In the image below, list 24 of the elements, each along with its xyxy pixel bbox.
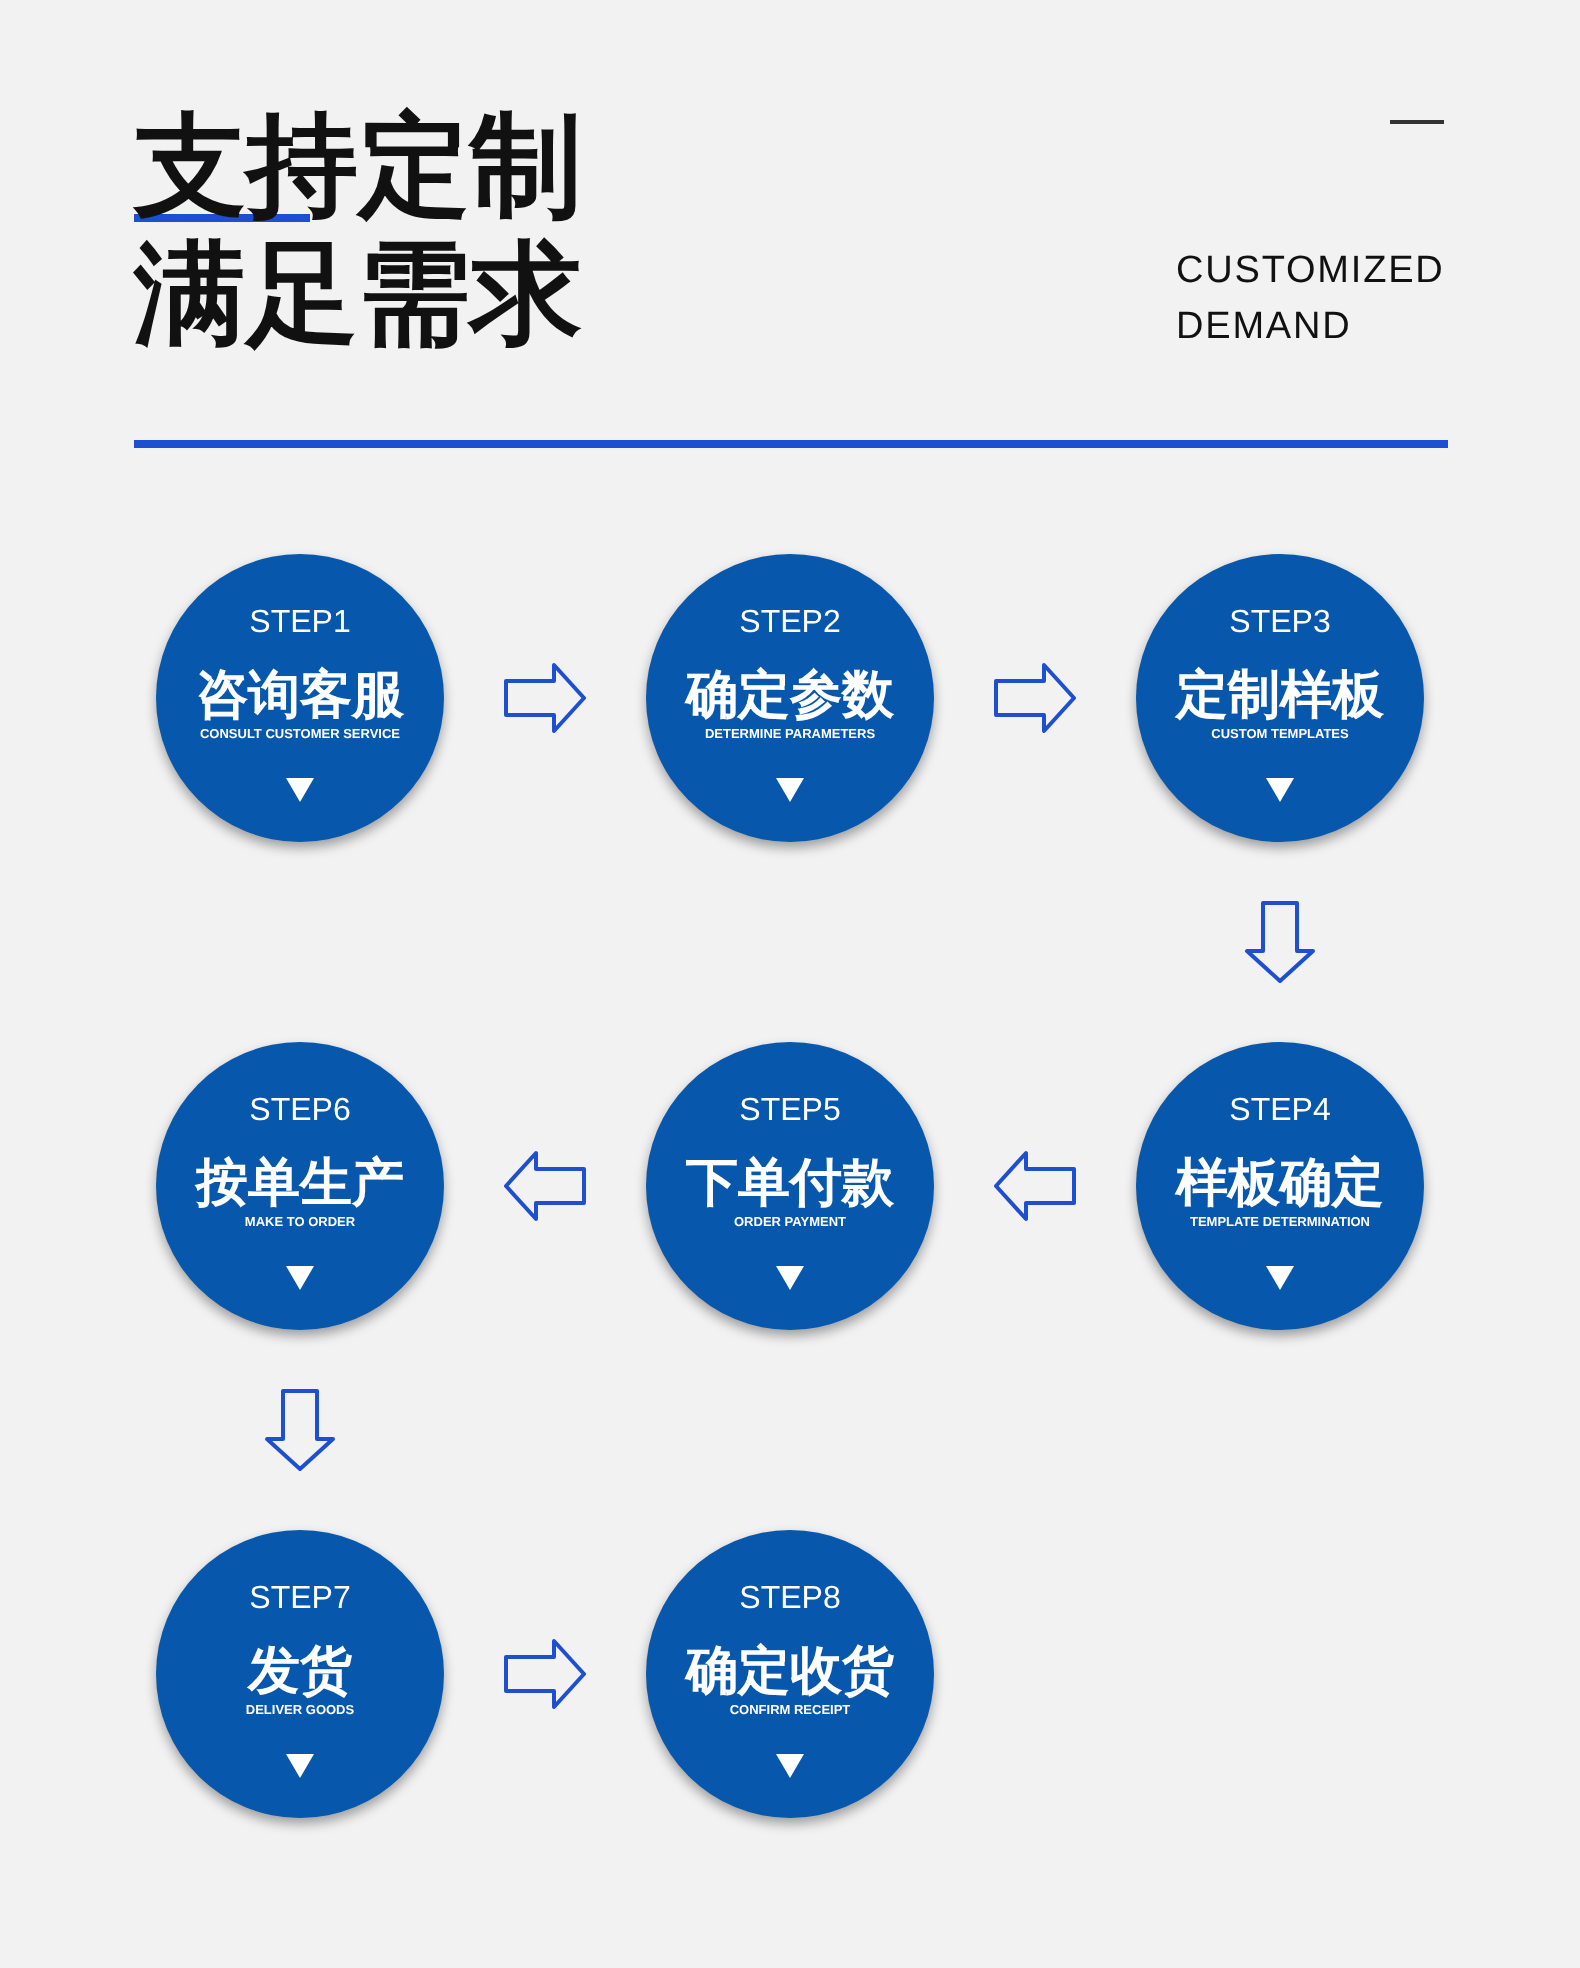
step-number: STEP5 (739, 1092, 841, 1132)
step-number: STEP6 (249, 1092, 351, 1132)
hollow-arrow (504, 1151, 586, 1221)
step-title: 确定收货 (686, 1640, 894, 1705)
step-number: STEP7 (249, 1580, 351, 1620)
step-number: STEP4 (1229, 1092, 1331, 1132)
english-subtitle: CUSTOMIZED DEMAND (1176, 248, 1447, 352)
step-title: 咨询客服 (196, 664, 404, 729)
step-title: 按单生产 (196, 1152, 404, 1217)
hollow-arrow (1245, 901, 1315, 983)
step-title: 下单付款 (686, 1152, 894, 1217)
hollow-arrow (265, 1389, 335, 1471)
step-title: 确定参数 (686, 664, 894, 729)
step-number: STEP8 (739, 1580, 841, 1620)
hollow-arrow (504, 1639, 586, 1709)
hollow-arrow (994, 1151, 1076, 1221)
step-title: 定制样板 (1176, 664, 1384, 729)
step-number: STEP1 (249, 604, 351, 644)
step-number: STEP3 (1229, 604, 1331, 644)
hollow-arrow (504, 663, 586, 733)
step-title: 发货 (248, 1640, 352, 1705)
step-number: STEP2 (739, 604, 841, 644)
hollow-arrow (994, 663, 1076, 733)
step-title: 样板确定 (1176, 1152, 1384, 1217)
